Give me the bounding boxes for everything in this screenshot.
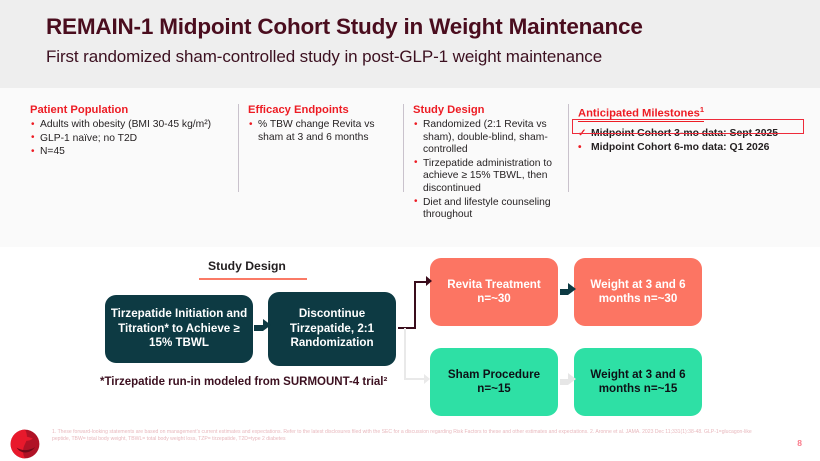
node-sham-procedure: Sham Procedure n=~15	[430, 348, 558, 416]
node-revita-treatment: Revita Treatment n=~30	[430, 258, 558, 326]
column-heading: Efficacy Endpoints	[248, 104, 349, 116]
footer: 1. These forward-looking statements are …	[0, 425, 820, 461]
milestone-label: Midpoint Cohort 3-mo data: Sept 2025	[591, 128, 779, 139]
connector-line	[404, 328, 406, 380]
column-divider	[238, 104, 239, 192]
connector-arrow-icon	[426, 276, 432, 286]
column-patient-population: Patient Population Adults with obesity (…	[30, 104, 228, 160]
bullet-list: % TBW change Revita vs sham at 3 and 6 m…	[248, 118, 396, 144]
node-tirzepatide-initiation: Tirzepatide Initiation and Titration* to…	[105, 295, 253, 363]
milestones-heading-text: Anticipated Milestones	[578, 108, 700, 120]
milestone-highlight-box	[572, 118, 804, 134]
page-subtitle: First randomized sham-controlled study i…	[46, 47, 603, 66]
list-item: Adults with obesity (BMI 30-45 kg/m²)	[30, 119, 228, 132]
bullet-list: Randomized (2:1 Revita vs sham), double-…	[413, 119, 565, 222]
column-heading: Study Design	[413, 104, 485, 116]
bullet-list: Adults with obesity (BMI 30-45 kg/m²) GL…	[30, 119, 228, 159]
list-item: GLP-1 naïve; no T2D	[30, 132, 228, 146]
list-item-milestone-6mo: • Midpoint Cohort 6-mo data: Q1 2026	[578, 141, 814, 155]
connector-line	[398, 327, 416, 329]
bullet-icon: •	[578, 142, 582, 153]
arrow-stem-icon	[254, 325, 263, 331]
footnote-marker: 1	[699, 105, 705, 115]
list-item: N=45	[30, 146, 228, 159]
arrow-right-icon	[263, 319, 271, 331]
header-band: REMAIN-1 Midpoint Cohort Study in Weight…	[0, 0, 820, 88]
page-title: REMAIN-1 Midpoint Cohort Study in Weight…	[46, 14, 643, 39]
column-divider	[568, 104, 569, 192]
arrow-right-icon	[568, 283, 576, 295]
node-discontinue-randomization: Discontinue Tirzepatide, 2:1 Randomizati…	[268, 292, 396, 366]
list-item: % TBW change Revita vs sham at 3 and 6 m…	[248, 118, 396, 144]
arrow-stem-icon	[560, 379, 568, 385]
column-divider	[403, 104, 404, 192]
company-logo-icon	[10, 429, 40, 459]
milestone-label: Midpoint Cohort 6-mo data: Q1 2026	[591, 142, 770, 153]
list-item-milestone-3mo: ✓ Midpoint Cohort 3-mo data: Sept 2025	[578, 127, 814, 141]
list-item: Randomized (2:1 Revita vs sham), double-…	[413, 119, 565, 157]
arrow-stem-icon	[560, 289, 568, 295]
diagram-label: Study Design	[208, 259, 286, 273]
column-study-design: Study Design Randomized (2:1 Revita vs s…	[413, 104, 565, 223]
node-weight-sham: Weight at 3 and 6 months n=~15	[574, 348, 702, 416]
milestone-list: ✓ Midpoint Cohort 3-mo data: Sept 2025 • M…	[578, 127, 814, 155]
connector-line	[414, 282, 416, 329]
node-weight-revita: Weight at 3 and 6 months n=~30	[574, 258, 702, 326]
list-item: Tirzepatide administration to achieve ≥ …	[413, 157, 565, 196]
check-icon: ✓	[578, 128, 587, 139]
list-item: Diet and lifestyle counseling throughout	[413, 196, 565, 222]
page-number: 8	[797, 438, 802, 448]
connector-line	[414, 281, 428, 283]
connector-arrow-icon	[424, 374, 430, 384]
arrow-right-icon	[568, 373, 576, 385]
column-heading: Anticipated Milestones1	[578, 105, 705, 122]
info-band: Patient Population Adults with obesity (…	[0, 88, 820, 247]
diagram-label-underline	[199, 278, 307, 281]
diagram-footnote: *Tirzepatide run-in modeled from SURMOUN…	[100, 376, 388, 388]
column-heading: Patient Population	[30, 104, 129, 116]
legal-disclaimer: 1. These forward-looking statements are …	[52, 429, 752, 443]
column-efficacy-endpoints: Efficacy Endpoints % TBW change Revita v…	[248, 104, 396, 145]
column-anticipated-milestones: Anticipated Milestones1 ✓ Midpoint Cohort…	[578, 104, 814, 155]
connector-line	[404, 378, 426, 380]
